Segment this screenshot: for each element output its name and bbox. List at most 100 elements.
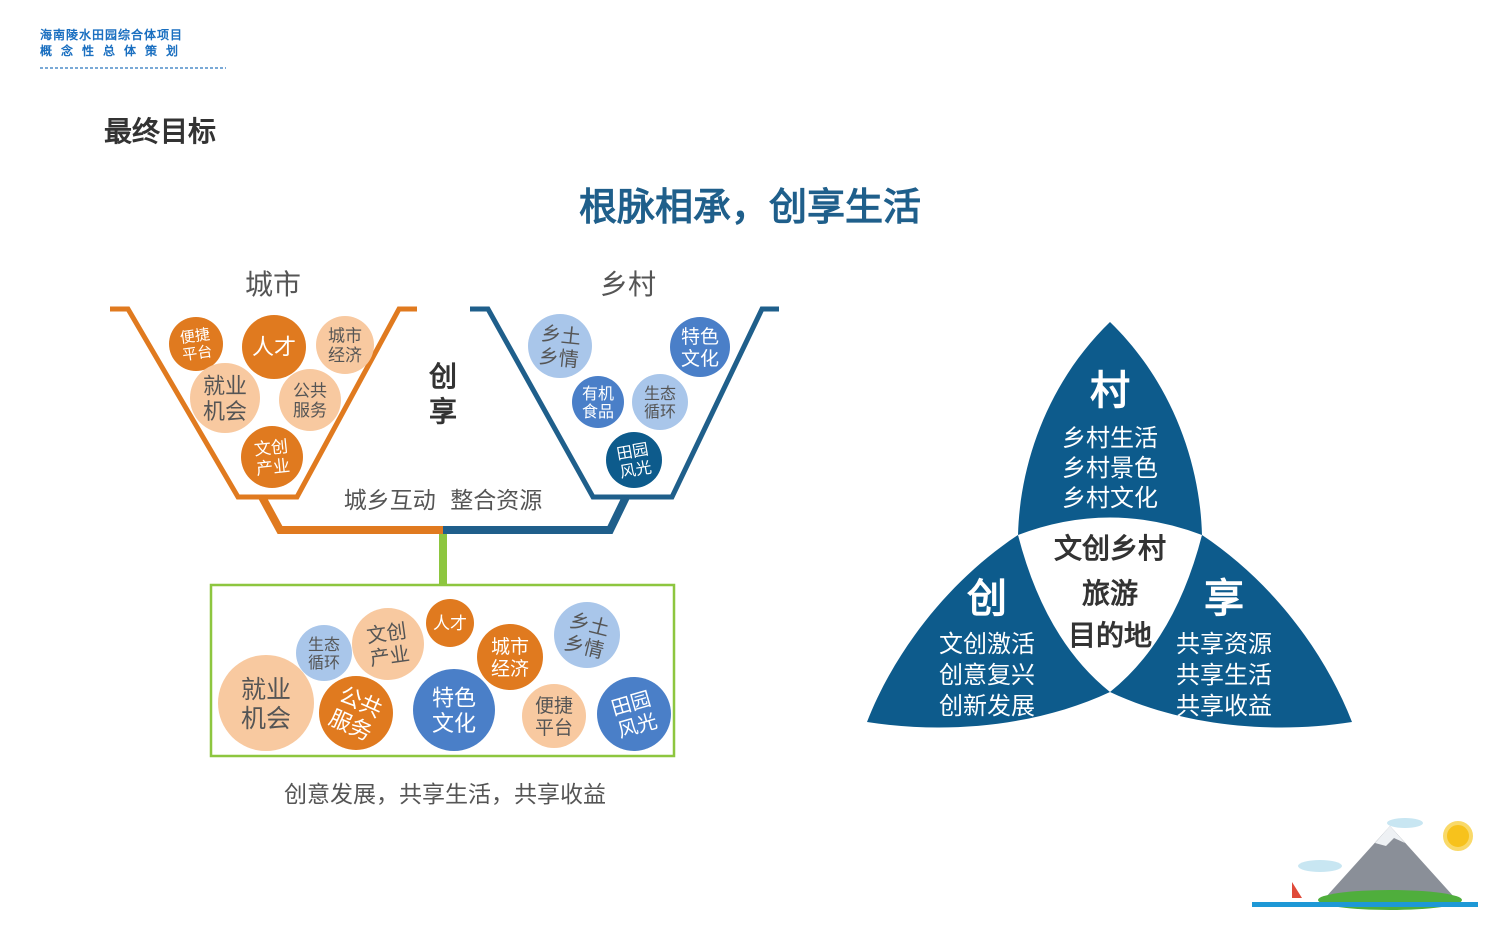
logo-decoration-strip — [40, 67, 226, 69]
triad-right-item: 共享资源 — [1176, 630, 1272, 658]
village-circle — [632, 374, 688, 430]
city-circle — [241, 426, 303, 488]
triad-diagram: 村 乡村生活 乡村景色 乡村文化 创 文创激活 创意复兴 创新发展 享 共享资源… — [867, 322, 1352, 728]
village-circle — [606, 432, 662, 488]
village-circle-label: 特色 — [681, 326, 719, 348]
village-label: 乡村 — [600, 268, 656, 301]
merged-circle-label: 城市 — [491, 636, 529, 658]
triad-right-title: 享 — [1204, 576, 1244, 622]
center-label-xiang: 享 — [429, 395, 457, 428]
triad-left-item: 文创激活 — [939, 630, 1035, 658]
city-circle-label: 便捷 — [179, 325, 211, 347]
triad-left-item: 创新发展 — [939, 692, 1035, 720]
main-title: 根脉相承，创享生活 — [578, 185, 921, 229]
merged-circle-label: 平台 — [535, 717, 573, 739]
cloud-icon — [1298, 860, 1342, 872]
triad-center-line: 旅游 — [1082, 577, 1138, 610]
merged-circle — [218, 655, 314, 751]
city-circle-label: 人才 — [252, 336, 296, 361]
logo-title-line2: 概念性总体策划 — [40, 44, 188, 58]
city-circle-label: 就业 — [203, 375, 247, 400]
village-circle-label: 文化 — [681, 348, 719, 370]
village-merge-line — [443, 495, 630, 534]
city-circle — [169, 317, 223, 371]
sun-icon — [1443, 821, 1473, 851]
merged-circle — [597, 677, 671, 751]
city-circle-label: 产业 — [255, 456, 291, 479]
center-label-chuang: 创 — [428, 360, 457, 393]
city-circle-label: 公共 — [293, 382, 327, 402]
city-circle-label: 文创 — [253, 437, 289, 460]
city-label: 城市 — [245, 268, 301, 301]
triad-petal-left — [867, 535, 1110, 728]
triad-right-item: 共享生活 — [1176, 661, 1272, 689]
merged-circle — [554, 602, 620, 668]
village-circle-label: 生态 — [644, 384, 676, 403]
triad-petal-top — [1018, 322, 1202, 535]
village-circle-label: 循环 — [644, 402, 676, 421]
city-circle-label: 机会 — [203, 400, 247, 425]
city-circle — [316, 316, 374, 374]
city-circle-label: 服务 — [293, 401, 327, 421]
sea-icon — [1252, 902, 1478, 907]
merged-circle — [319, 676, 393, 750]
city-circle-label: 平台 — [181, 342, 213, 364]
merged-circle-label: 文化 — [432, 712, 476, 737]
merged-circle — [477, 624, 543, 690]
village-circle-label: 乡情 — [538, 344, 580, 372]
village-circle-label: 食品 — [582, 402, 614, 421]
city-circle — [190, 363, 260, 433]
city-funnel-outline — [110, 306, 417, 500]
merged-circle-label: 机会 — [241, 704, 291, 733]
logo-decoration — [40, 60, 226, 70]
merged-circle-label: 就业 — [241, 675, 291, 704]
logo-title-line1: 海南陵水田园综合体项目 — [40, 28, 184, 42]
merge-label: 城乡互动 整合资源 — [344, 488, 543, 514]
landscape-illustration — [1252, 818, 1478, 910]
merged-circle — [426, 599, 474, 647]
city-circle-label: 经济 — [328, 346, 362, 366]
village-circle — [528, 314, 592, 378]
city-merge-line — [258, 495, 443, 534]
mountain-snowcap-icon — [1375, 826, 1405, 846]
triad-top-item: 乡村生活 — [1062, 424, 1158, 452]
village-circle-label: 有机 — [582, 384, 614, 403]
merged-circle-label: 文创 — [365, 618, 408, 647]
cloud-icon — [1387, 818, 1423, 828]
triad-left-title: 创 — [967, 576, 1007, 622]
city-circle-label: 城市 — [328, 327, 362, 347]
triad-top-title: 村 — [1090, 368, 1130, 414]
merged-circle-label: 便捷 — [535, 695, 573, 717]
merged-circle-label: 生态 — [308, 635, 340, 654]
merged-box — [209, 583, 676, 758]
merged-circle-label: 经济 — [491, 658, 529, 680]
merged-circle-group: 生态循环文创产业人才城市经济乡土乡情就业机会公共服务特色文化便捷平台田园风光 — [218, 599, 671, 751]
city-circle — [279, 369, 341, 431]
city-circle — [242, 315, 306, 379]
village-circle — [670, 317, 730, 377]
section-title: 最终目标 — [104, 115, 217, 148]
merged-circle — [352, 608, 424, 680]
merged-circle — [413, 669, 495, 751]
merged-circle-label: 特色 — [432, 687, 476, 712]
village-circle-label: 乡土 — [540, 321, 582, 349]
triad-petal-right — [1110, 535, 1352, 728]
sailboat-icon — [1292, 882, 1302, 898]
merged-circle-label: 循环 — [308, 653, 340, 672]
triad-top-item: 乡村文化 — [1062, 484, 1158, 512]
triad-center-line: 目的地 — [1068, 619, 1152, 652]
merged-circle — [296, 625, 352, 681]
triad-center-line: 文创乡村 — [1054, 532, 1166, 565]
village-funnel-outline — [470, 306, 779, 500]
merged-circle-label: 产业 — [368, 641, 411, 670]
village-circle — [572, 376, 624, 428]
merged-circle-label: 人才 — [433, 614, 467, 634]
mountain-icon — [1325, 826, 1455, 898]
triad-right-item: 共享收益 — [1176, 692, 1272, 720]
merged-circle — [522, 684, 586, 748]
bottom-caption: 创意发展，共享生活，共享收益 — [284, 782, 606, 808]
triad-top-item: 乡村景色 — [1062, 454, 1158, 482]
